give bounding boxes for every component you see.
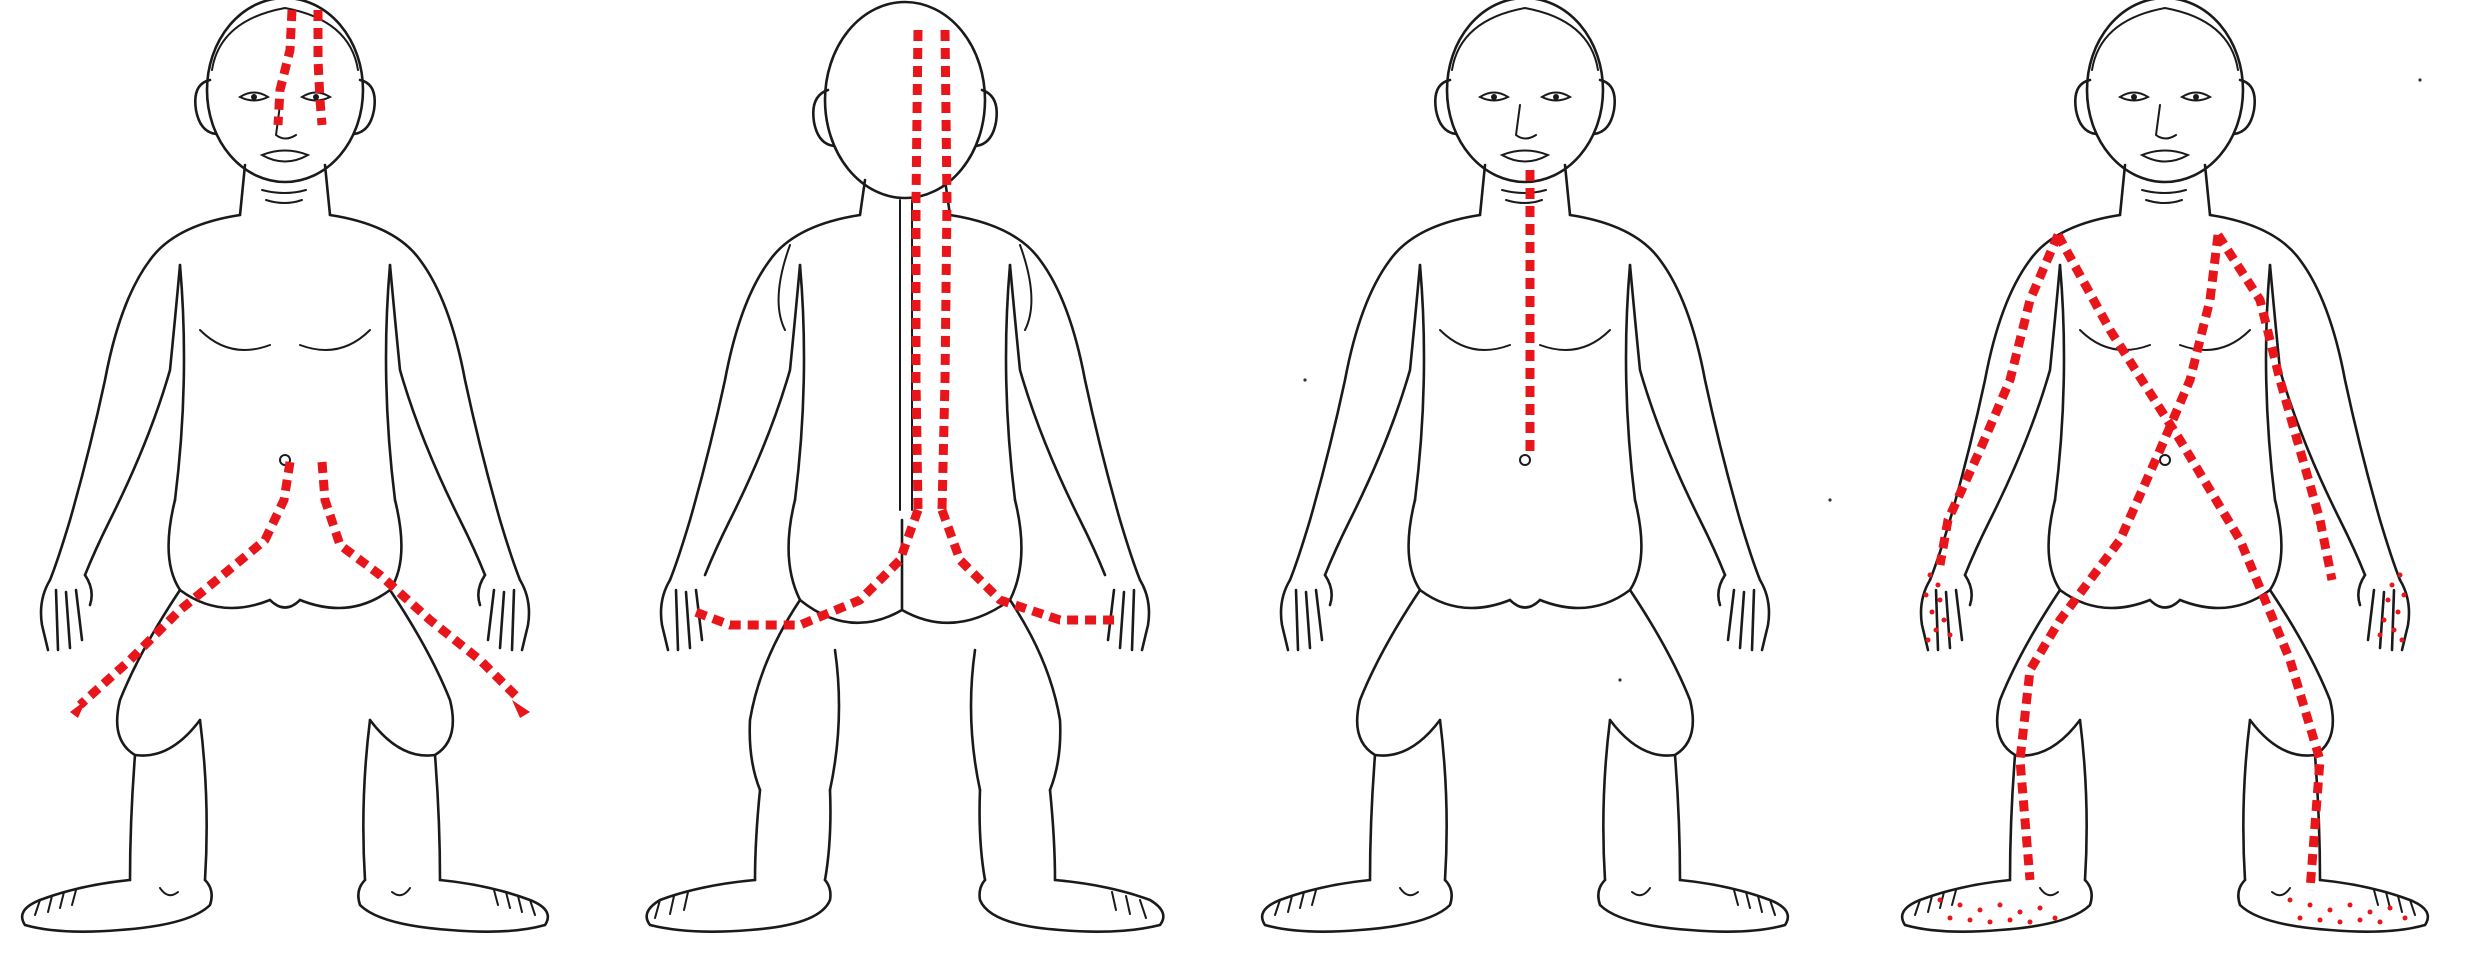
figure-2 [647, 2, 1164, 932]
channel-hip-left [690, 510, 918, 625]
figure-4 [1902, 0, 2428, 932]
foot-dots-right [2288, 898, 2408, 925]
figure-3 [1262, 0, 1788, 932]
channel-hip-right [942, 510, 1120, 620]
foot-dots-left [1938, 898, 2058, 925]
paper-specks [1303, 78, 2421, 681]
figure-1 [22, 0, 548, 932]
channel-groin-left [80, 462, 290, 705]
channel-groin-right [322, 462, 520, 700]
